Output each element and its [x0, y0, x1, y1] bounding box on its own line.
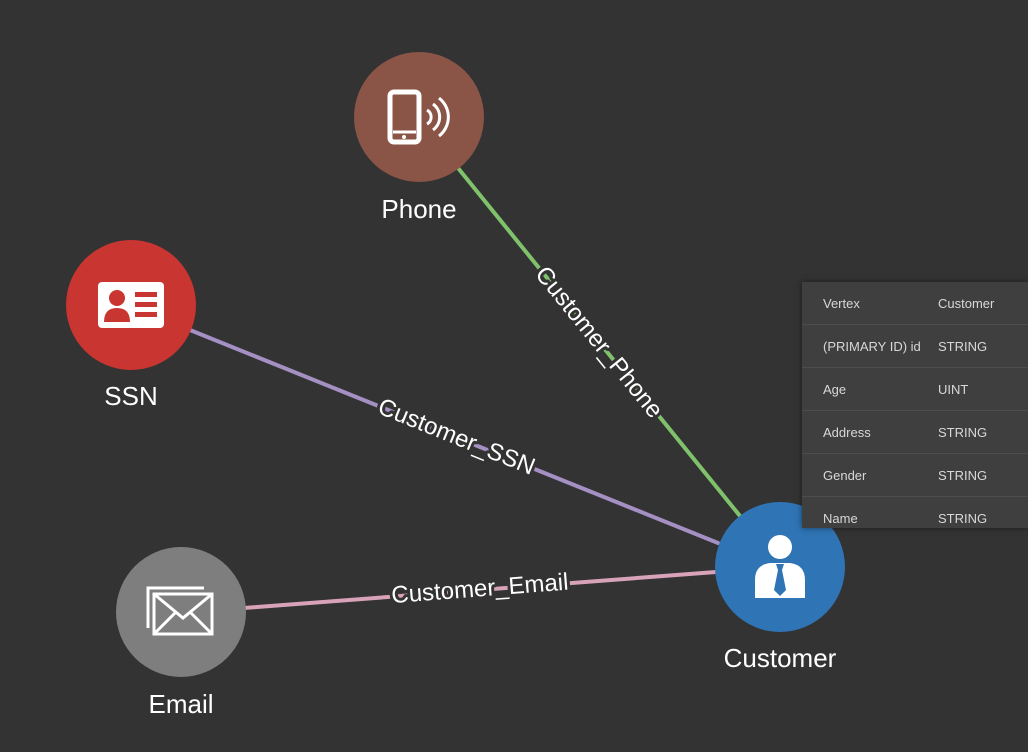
- attribute-value: Customer: [928, 282, 1028, 325]
- table-row: Age UINT: [802, 367, 1028, 411]
- edge-line-customer-ssn[interactable]: [188, 328, 720, 545]
- edge-customer-ssn[interactable]: Customer_SSN: [188, 328, 720, 545]
- table-row: Address STRING: [802, 410, 1028, 454]
- attribute-value: UINT: [928, 367, 1028, 411]
- attribute-value: STRING: [928, 324, 1028, 368]
- vertex-attribute-table: Vertex Customer (PRIMARY ID) id STRING A…: [802, 282, 1028, 539]
- attribute-key: Gender: [802, 453, 928, 497]
- attribute-key: (PRIMARY ID) id: [802, 324, 928, 368]
- edge-customer-email[interactable]: Customer_Email: [242, 566, 718, 612]
- table-row: (PRIMARY ID) id STRING: [802, 324, 1028, 368]
- edge-line-customer-email[interactable]: [242, 570, 718, 610]
- attribute-key: Name: [823, 510, 858, 526]
- attribute-key: Vertex: [802, 282, 928, 325]
- node-phone-label: Phone: [381, 194, 456, 224]
- attribute-value: STRING: [928, 410, 1028, 454]
- attribute-value: STRING: [928, 453, 1028, 497]
- node-customer-label: Customer: [724, 643, 837, 673]
- node-ssn[interactable]: SSN: [66, 240, 196, 411]
- edge-label-customer-ssn: Customer_SSN: [374, 393, 539, 480]
- attribute-key: Age: [802, 367, 928, 411]
- attribute-value: STRING: [938, 510, 988, 526]
- node-email[interactable]: Email: [116, 547, 246, 719]
- envelope-icon: [146, 586, 214, 636]
- node-customer[interactable]: Customer: [715, 502, 845, 673]
- attribute-key: Address: [802, 410, 928, 454]
- person-icon: [755, 535, 805, 598]
- node-phone[interactable]: Phone: [354, 52, 484, 224]
- node-ssn-label: SSN: [104, 381, 157, 411]
- edge-label-customer-email: Customer_Email: [390, 569, 569, 610]
- table-row: Name STRING: [802, 497, 1028, 540]
- table-row: Gender STRING: [802, 453, 1028, 497]
- edge-label-customer-phone: Customer_Phone: [530, 261, 669, 423]
- vertex-attribute-tooltip: Vertex Customer (PRIMARY ID) id STRING A…: [802, 282, 1028, 528]
- phone-signal-icon: [387, 89, 450, 145]
- edge-line-customer-phone[interactable]: [456, 166, 742, 518]
- id-card-icon: [98, 282, 164, 328]
- table-row: Vertex Customer: [802, 282, 1028, 325]
- node-email-label: Email: [148, 689, 213, 719]
